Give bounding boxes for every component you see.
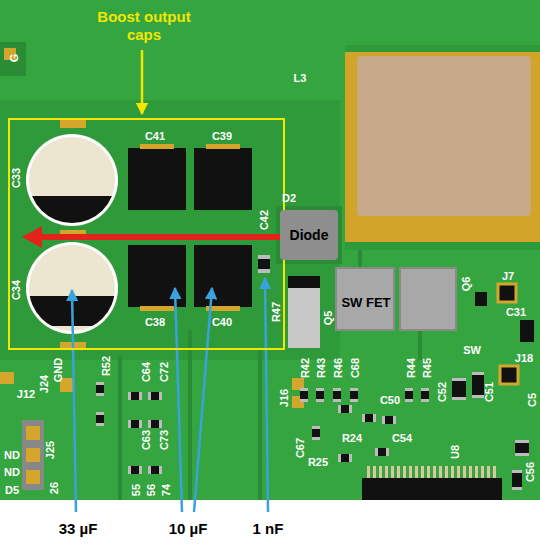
ceramic-caps	[128, 144, 270, 311]
silkscreen-label: D2	[282, 193, 296, 204]
silkscreen-label: R47	[271, 302, 282, 322]
sw-fet	[336, 268, 394, 330]
callout-leader	[194, 288, 212, 512]
electrolytic-cap-c33	[29, 137, 115, 223]
u8-pins	[366, 466, 498, 478]
q5-part	[288, 276, 320, 348]
silkscreen-label: R43	[316, 358, 327, 378]
silkscreen-label: C52	[437, 382, 448, 402]
silkscreen-label: J25	[45, 441, 56, 459]
cap-polarity-band	[29, 196, 115, 223]
silkscreen-label: C54	[392, 433, 412, 444]
silkscreen-label: J16	[279, 389, 290, 407]
silkscreen-label: ND	[4, 467, 20, 478]
silkscreen-label: R42	[300, 358, 311, 378]
silkscreen-label: U8	[450, 445, 461, 459]
header-pad	[26, 426, 40, 440]
silkscreen-label: J24	[39, 375, 50, 393]
electrolytic-cap-c33	[26, 134, 118, 226]
diode-part: Diode	[280, 210, 338, 260]
j18-pad	[500, 366, 518, 384]
silkscreen-label: C63	[141, 430, 152, 450]
silkscreen-label: D5	[5, 485, 19, 496]
q6-part	[475, 292, 487, 306]
part-annotation: SW FET	[341, 296, 390, 309]
silkscreen-label: C39	[212, 131, 232, 142]
callout-leader	[265, 278, 268, 512]
c31-part	[520, 320, 534, 342]
silkscreen-label: 26	[49, 482, 60, 494]
silkscreen-label: C34	[11, 280, 22, 300]
group-outline: Boost output caps	[8, 118, 285, 350]
group-heading: Boost output caps	[79, 8, 209, 44]
j25-header	[22, 420, 44, 490]
silkscreen-label: C50	[380, 395, 400, 406]
callout-leader	[72, 290, 76, 512]
q5-part	[288, 276, 320, 288]
silkscreen-label: C51	[484, 382, 495, 402]
silkscreen-label: C56	[525, 462, 536, 482]
sw-fet	[400, 268, 456, 330]
silkscreen-label: J18	[515, 353, 533, 364]
connector-footprint	[0, 42, 26, 76]
silkscreen-label: SW	[463, 345, 481, 356]
silkscreen-label: GND	[53, 358, 64, 382]
header-pad	[26, 470, 40, 484]
silkscreen-label: 55	[131, 484, 142, 496]
u8-chip	[362, 478, 502, 500]
silkscreen-label: R46	[333, 358, 344, 378]
silkscreen-label: Q6	[461, 277, 472, 292]
copper-pour	[345, 45, 540, 250]
silkscreen-label: L3	[294, 73, 307, 84]
silkscreen-label: J12	[17, 389, 35, 400]
j12-pad	[0, 372, 14, 384]
silkscreen-label: C68	[350, 358, 361, 378]
value-callout: 33 µF	[59, 521, 98, 536]
part-name: Diode	[290, 227, 329, 243]
pcb-board	[0, 0, 540, 500]
current-arrow	[40, 234, 282, 240]
j7-pad	[498, 284, 516, 302]
silkscreen-label: C73	[159, 430, 170, 450]
diode-pad	[276, 206, 342, 264]
silkscreen-label: C41	[145, 131, 165, 142]
silkscreen-label: R24	[342, 433, 362, 444]
silkscreen-label: ND	[4, 450, 20, 461]
silkscreen-label: G	[9, 54, 20, 63]
value-callout: 10 µF	[169, 521, 208, 536]
silkscreen-label: 74	[161, 484, 172, 496]
silkscreen-label: C72	[159, 362, 170, 382]
silkscreen-label: C5	[527, 393, 538, 407]
silkscreen-label: C33	[11, 168, 22, 188]
silkscreen-label: C40	[212, 317, 232, 328]
white-margin	[0, 500, 540, 548]
inductor-pad	[345, 52, 540, 242]
callout-leader	[175, 288, 182, 512]
heading-leader	[141, 50, 144, 114]
silkscreen-label: R52	[101, 356, 112, 376]
inductor-body	[357, 56, 531, 216]
silkscreen-label: C38	[145, 317, 165, 328]
copper-pour	[0, 100, 340, 360]
silkscreen-label: 56	[146, 484, 157, 496]
smd-parts	[96, 372, 529, 490]
silkscreen-label: C64	[141, 362, 152, 382]
current-arrowhead	[22, 226, 42, 248]
silkscreen-label: C31	[506, 307, 526, 318]
silkscreen-label: J7	[502, 271, 514, 282]
silkscreen-label: R44	[406, 358, 417, 378]
silkscreen-label: C67	[295, 438, 306, 458]
value-callout: 1 nF	[253, 521, 284, 536]
header-pad	[26, 448, 40, 462]
silkscreen-label: R25	[308, 457, 328, 468]
silkscreen-label: R45	[422, 358, 433, 378]
silkscreen-label: C42	[259, 210, 270, 230]
silkscreen-label: Q5	[323, 311, 334, 326]
